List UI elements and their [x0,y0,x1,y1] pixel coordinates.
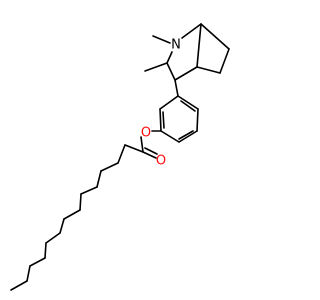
structure-diagram: N O O [10,23,230,291]
chain-bond-1 [124,144,144,153]
molecule-canvas: N O O [10,23,230,291]
bond-bridgehead-ch2 [200,23,230,50]
ring-bond-4 [160,130,180,143]
chain-bond-8 [59,218,65,234]
chain-bond-12 [26,265,31,282]
bond-c3-n [166,51,173,64]
bond-core-aryl [174,79,179,97]
chain-bond-7 [63,209,81,220]
chain-bond-3 [100,162,119,172]
chain-bond-10 [44,242,47,259]
bond-n-bridgehead [181,23,202,39]
c3-methyl-bond [144,62,168,72]
carbonyl-double-1 [142,151,157,159]
bond-layer [10,23,230,291]
chain-bond-2 [117,144,126,164]
bond-bridgehead-c4 [174,66,198,81]
ring-bond-6 [159,95,179,110]
carbonyl-double-2 [144,147,158,155]
chain-bond-5 [80,186,98,195]
chain-bond-4 [96,170,102,188]
ring-inner-2 [178,130,194,140]
chain-bond-11 [29,257,46,267]
ring-bond-1 [177,95,199,110]
ring-bond-3 [178,130,198,143]
ring-inner-3 [162,111,165,129]
chain-bond-13 [10,280,28,291]
ring-bond-2 [196,108,199,132]
ring-inner-1 [180,100,196,112]
carbonyl-oxygen-label: O [156,154,166,169]
bond-o-carbonyl-c [140,136,144,153]
chain-bond-9 [45,232,61,244]
ring-bond-5 [159,108,162,132]
nitrogen-atom-label: N [171,38,181,53]
chain-bond-6 [79,193,82,211]
bond-ch2-bridgehead [196,66,221,74]
bond-bridge [196,23,202,68]
atom-label-layer: N O O [141,38,181,169]
bond-c4-c3 [166,62,176,81]
n-methyl-bond [152,35,171,44]
bond-ch2-ch2 [219,48,230,74]
ester-oxygen-label: O [141,126,151,141]
